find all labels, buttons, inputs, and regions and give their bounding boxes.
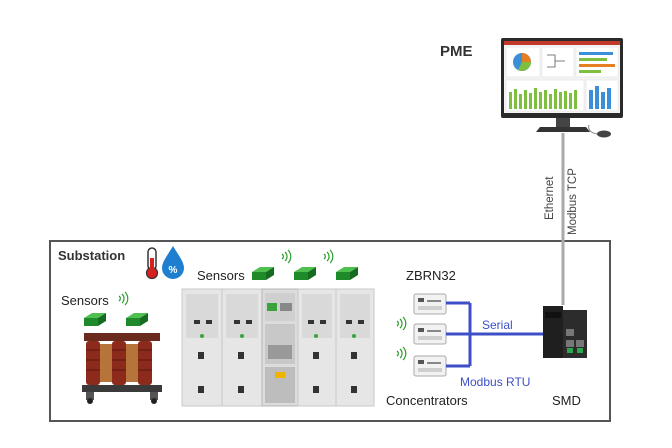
zbrn-label: ZBRN32	[406, 268, 456, 283]
substation-title: Substation	[58, 248, 126, 263]
wireless-signal-icon	[281, 249, 334, 264]
concentrator-unit	[413, 323, 447, 345]
modbus-rtu-label: Modbus RTU	[460, 375, 531, 389]
humidity-drop-icon: %	[162, 246, 184, 279]
sensor-box	[252, 267, 274, 280]
serial-label: Serial	[482, 318, 513, 332]
substation-frame	[49, 240, 611, 422]
concentrator-unit	[413, 293, 447, 315]
wireless-signal-icon	[118, 291, 129, 306]
modbus-tcp-label: Modbus TCP	[567, 168, 579, 235]
mouse-icon	[588, 124, 611, 138]
thermometer-icon	[145, 247, 159, 280]
sensors-top-label: Sensors	[197, 268, 245, 283]
transformer	[82, 333, 162, 404]
concentrators-label: Concentrators	[386, 393, 468, 408]
pme-title: PME	[440, 43, 473, 60]
sensor-box	[294, 267, 316, 280]
switchgear	[181, 288, 375, 407]
sensor-box	[84, 313, 106, 326]
serial-link	[446, 301, 544, 368]
svg-text:%: %	[169, 265, 178, 276]
wireless-signal-icon	[396, 316, 407, 361]
sensors-left-label: Sensors	[61, 293, 109, 308]
sensor-box	[336, 267, 358, 280]
smd-device	[543, 306, 587, 358]
smd-label: SMD	[552, 393, 581, 408]
sensor-box	[126, 313, 148, 326]
concentrator-unit	[413, 355, 447, 377]
ethernet-label: Ethernet	[544, 176, 556, 220]
monitor-icon	[501, 38, 623, 132]
